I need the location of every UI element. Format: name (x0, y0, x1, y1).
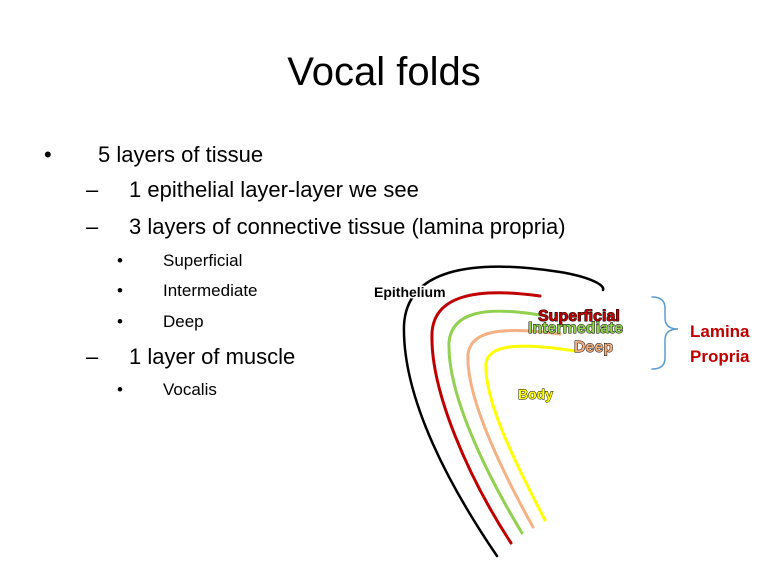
bullet-layers-of-tissue: 5 layers of tissue (98, 142, 264, 167)
deep-curve (466, 328, 562, 529)
dash-marker: – (86, 177, 99, 202)
intermediate-curve (447, 309, 542, 535)
epithelium-curve (402, 265, 605, 558)
bullet-connective-tissue: 3 layers of connective tissue (lamina pr… (129, 214, 566, 239)
bullet-vocalis: Vocalis (163, 380, 217, 399)
superficial-curve (430, 291, 542, 545)
dash-marker: – (86, 214, 99, 239)
bullet-intermediate: Intermediate (163, 281, 258, 300)
bullet-superficial: Superficial (163, 251, 243, 270)
bullet-epithelial-layer: 1 epithelial layer-layer we see (129, 177, 419, 202)
epithelium-label: Epithelium (374, 284, 446, 300)
propria-label: Propria (690, 347, 750, 366)
body-label: Body (518, 386, 553, 402)
bullet-marker: • (44, 142, 52, 167)
bullet-marker: • (117, 380, 123, 399)
body-curve (484, 344, 577, 522)
bullet-muscle-layer: 1 layer of muscle (129, 344, 296, 369)
bullet-marker: • (117, 281, 123, 300)
bullet-marker: • (117, 251, 123, 270)
lamina-label: Lamina (690, 322, 750, 341)
lamina-propria-bracket (651, 296, 679, 370)
deep-label: Deep (574, 339, 613, 356)
superficial-label: Superficial (538, 308, 620, 325)
bullet-marker: • (117, 312, 123, 331)
intermediate-label: Intermediate (528, 320, 623, 337)
bullet-deep: Deep (163, 312, 204, 331)
dash-marker: – (86, 344, 99, 369)
slide-title: Vocal folds (287, 50, 481, 94)
